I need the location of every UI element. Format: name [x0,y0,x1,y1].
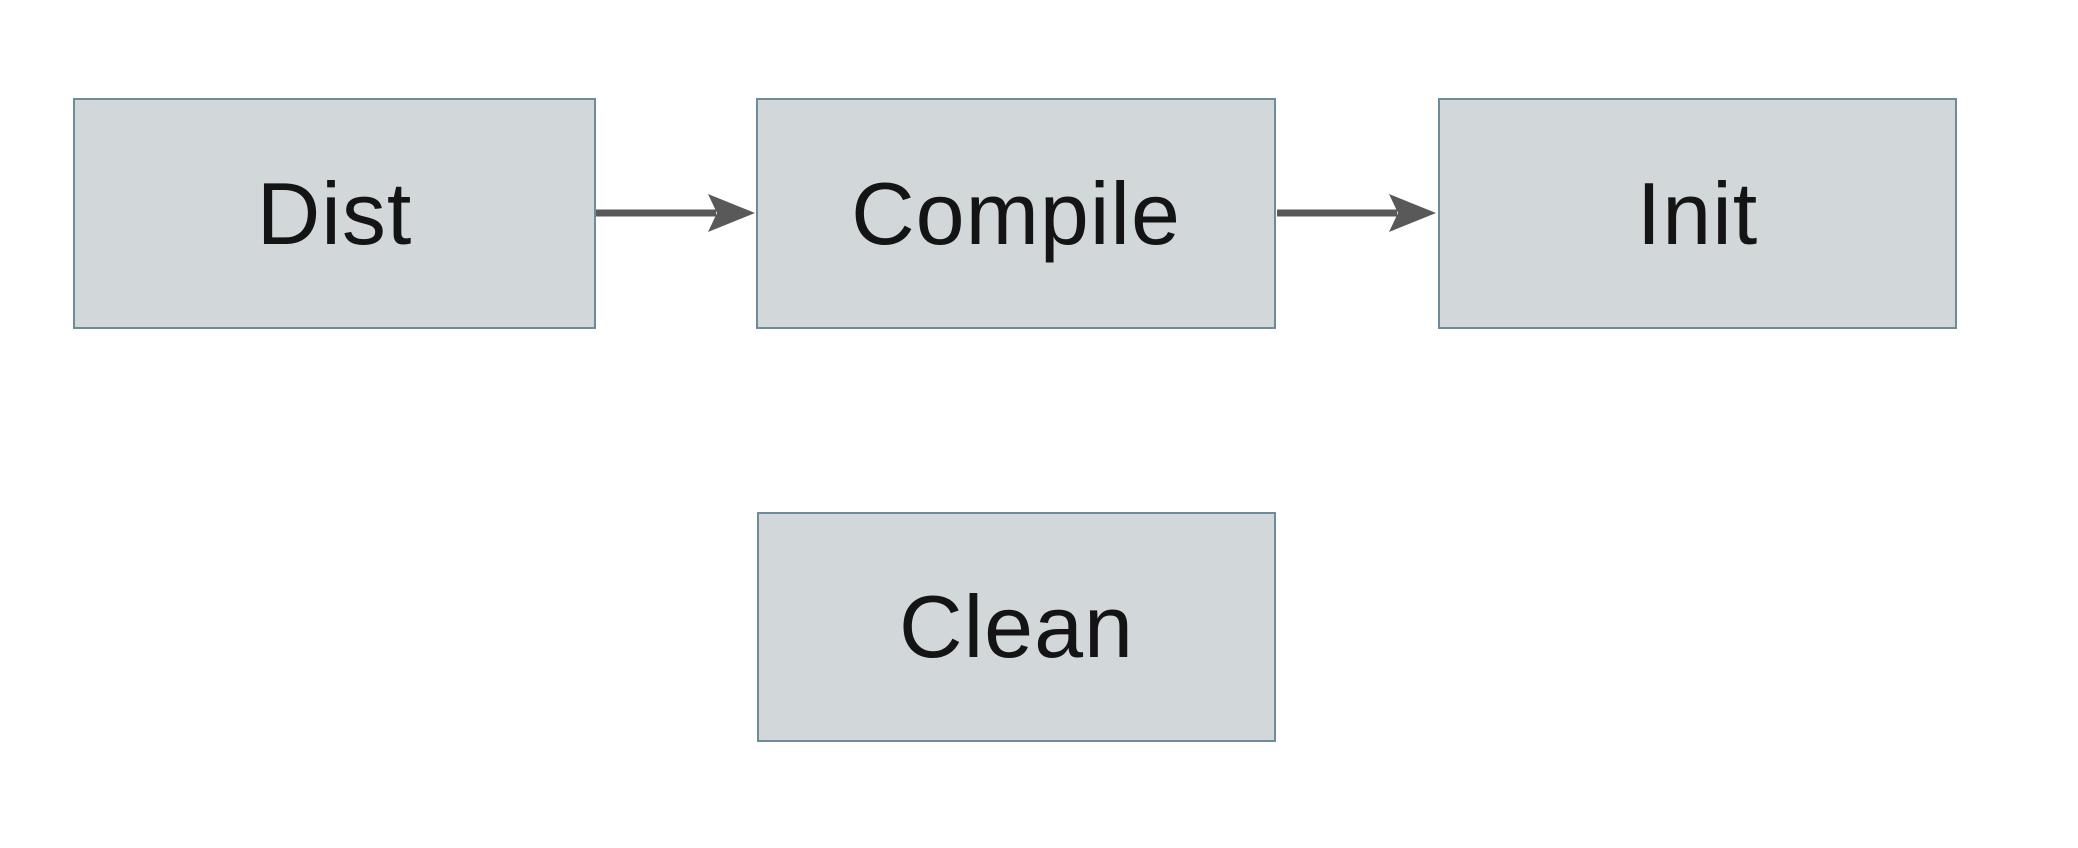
node-label: Clean [899,577,1134,676]
node-label: Init [1636,163,1759,263]
arrow-compile-to-init [1277,194,1436,232]
node-label: Compile [851,163,1181,263]
node-dist[interactable]: Dist [73,98,596,329]
node-label: Dist [256,163,413,263]
node-init[interactable]: Init [1438,98,1957,329]
node-clean[interactable]: Clean [757,512,1276,742]
arrow-dist-to-compile [596,194,755,232]
node-compile[interactable]: Compile [756,98,1276,329]
